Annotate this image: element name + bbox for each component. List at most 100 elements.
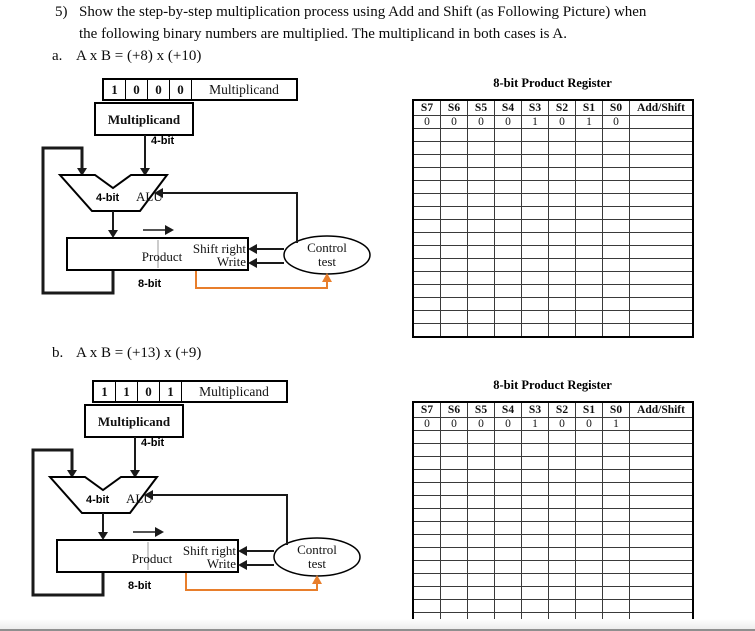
empty-cell <box>494 508 522 522</box>
empty-row <box>412 128 694 142</box>
empty-cell <box>575 180 603 194</box>
empty-cell <box>440 495 468 509</box>
empty-cell <box>575 258 603 272</box>
register-bit: 0 <box>138 382 160 401</box>
empty-cell <box>467 245 495 259</box>
empty-row <box>412 508 694 522</box>
empty-cell <box>602 206 630 220</box>
empty-cell <box>412 573 441 587</box>
part-b-equation: A x B = (+13) x (+9) <box>76 345 202 361</box>
empty-cell <box>521 482 549 496</box>
empty-cell <box>412 271 441 285</box>
bit-value: 0 <box>548 115 576 129</box>
empty-cell <box>548 482 576 496</box>
empty-cell <box>494 206 522 220</box>
col-header: S0 <box>602 99 630 116</box>
empty-cell <box>521 560 549 574</box>
empty-cell <box>575 534 603 548</box>
empty-cell <box>602 310 630 324</box>
empty-cell <box>629 232 694 246</box>
empty-cell <box>602 154 630 168</box>
empty-row <box>412 297 694 311</box>
empty-cell <box>548 180 576 194</box>
empty-cell <box>494 521 522 535</box>
empty-row <box>412 573 694 587</box>
empty-cell <box>629 323 694 338</box>
empty-cell <box>440 180 468 194</box>
empty-cell <box>548 219 576 233</box>
empty-cell <box>440 443 468 457</box>
empty-cell <box>575 521 603 535</box>
empty-cell <box>629 430 694 444</box>
empty-cell <box>467 271 495 285</box>
col-header: S4 <box>494 99 522 116</box>
empty-cell <box>521 508 549 522</box>
table-body: 0 0 0 0 1 0 1 0 <box>412 115 694 338</box>
col-header: S3 <box>521 401 549 418</box>
empty-cell <box>494 534 522 548</box>
control-alu-line <box>162 192 298 243</box>
add-shift-value <box>629 115 694 129</box>
empty-cell <box>629 560 694 574</box>
table-body: 0 0 0 0 1 0 0 1 <box>412 417 694 627</box>
empty-cell <box>629 495 694 509</box>
empty-cell <box>548 469 576 483</box>
empty-cell <box>412 469 441 483</box>
empty-cell <box>602 323 630 338</box>
empty-cell <box>575 193 603 207</box>
empty-cell <box>494 495 522 509</box>
empty-cell <box>494 469 522 483</box>
empty-row <box>412 547 694 561</box>
table-title-a: 8-bit Product Register <box>493 76 612 90</box>
alu-diagram-a: Multiplicand 4-bit 4-bit ALU <box>41 102 371 295</box>
empty-row <box>412 430 694 444</box>
empty-cell <box>521 456 549 470</box>
empty-row <box>412 456 694 470</box>
empty-cell <box>412 154 441 168</box>
empty-cell <box>494 128 522 142</box>
empty-cell <box>575 323 603 338</box>
empty-cell <box>494 560 522 574</box>
product-label: Product <box>142 249 183 264</box>
empty-cell <box>629 297 694 311</box>
empty-cell <box>440 232 468 246</box>
empty-cell <box>548 206 576 220</box>
empty-cell <box>602 193 630 207</box>
empty-cell <box>412 167 441 181</box>
empty-cell <box>548 193 576 207</box>
alu-datapath-group: Multiplicand 4-bit 4-bit ALU <box>41 102 371 295</box>
empty-row <box>412 258 694 272</box>
bit-value: 1 <box>602 417 630 431</box>
empty-cell <box>629 599 694 613</box>
empty-cell <box>521 534 549 548</box>
empty-cell <box>629 128 694 142</box>
empty-cell <box>494 482 522 496</box>
empty-cell <box>575 128 603 142</box>
empty-cell <box>412 180 441 194</box>
empty-row <box>412 599 694 613</box>
empty-cell <box>602 430 630 444</box>
register-bit: 1 <box>104 80 126 99</box>
empty-cell <box>440 430 468 444</box>
empty-row <box>412 521 694 535</box>
empty-cell <box>548 232 576 246</box>
empty-cell <box>467 323 495 338</box>
bit-value: 0 <box>440 115 468 129</box>
empty-cell <box>521 154 549 168</box>
empty-cell <box>494 180 522 194</box>
empty-cell <box>467 430 495 444</box>
empty-cell <box>440 193 468 207</box>
empty-cell <box>440 560 468 574</box>
empty-cell <box>467 219 495 233</box>
empty-cell <box>467 495 495 509</box>
empty-cell <box>467 258 495 272</box>
empty-cell <box>548 560 576 574</box>
empty-cell <box>494 297 522 311</box>
empty-cell <box>467 534 495 548</box>
empty-cell <box>575 206 603 220</box>
empty-cell <box>602 297 630 311</box>
part-a-equation: A x B = (+8) x (+10) <box>76 48 202 64</box>
empty-cell <box>494 443 522 457</box>
empty-cell <box>412 258 441 272</box>
empty-cell <box>494 599 522 613</box>
